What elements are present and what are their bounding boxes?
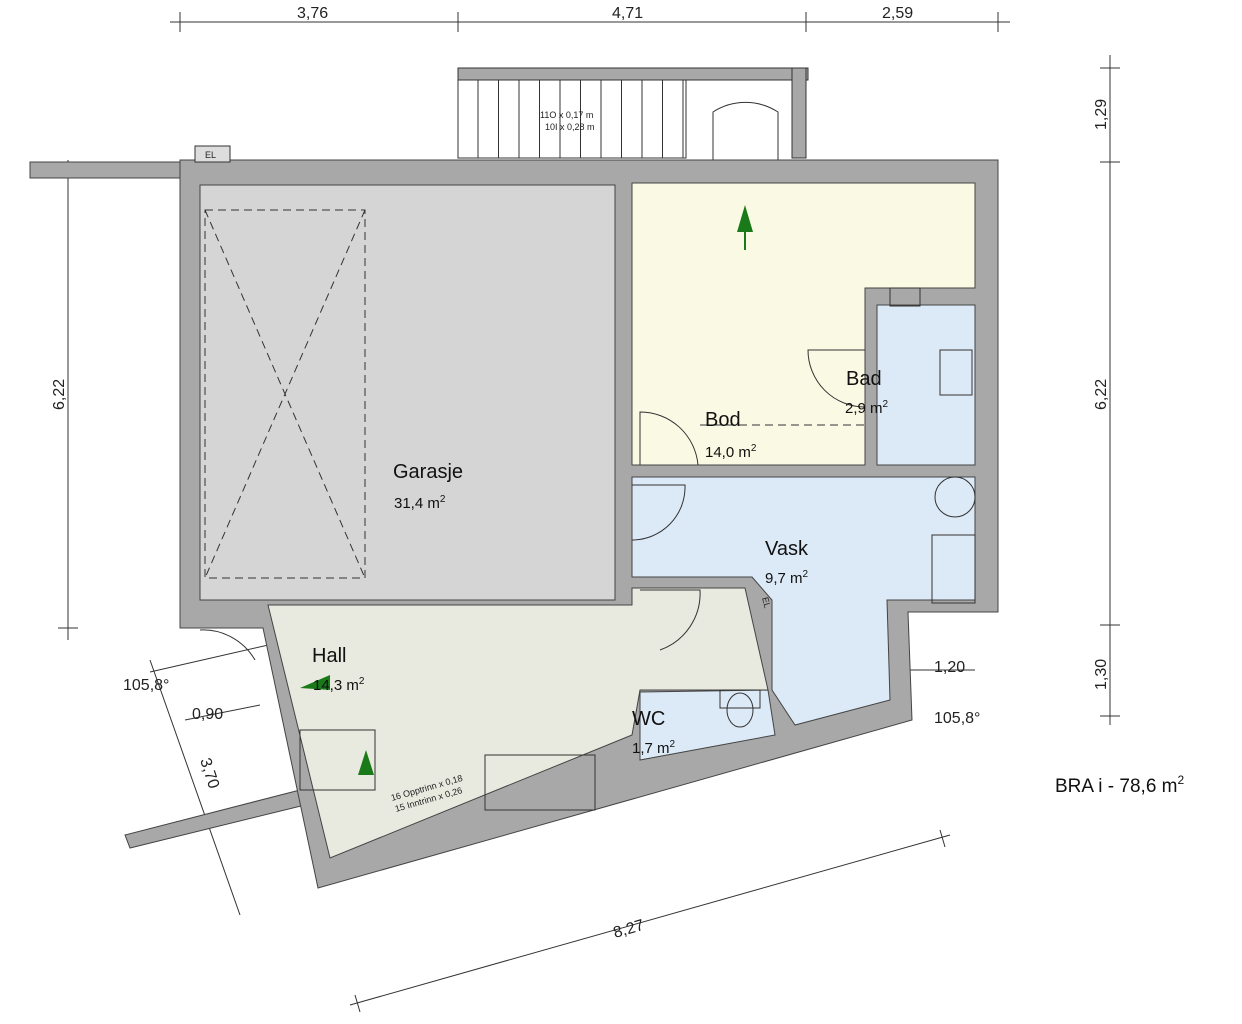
dim-bottom: 8,27 xyxy=(611,917,646,942)
north-arrow-icon xyxy=(737,205,753,232)
wc-door-swing xyxy=(640,589,701,651)
svg-text:Bod: Bod xyxy=(705,409,741,431)
el-top-label: EL xyxy=(205,150,216,160)
dim-right-3: 1,30 xyxy=(1093,659,1110,690)
angle-right: 105,8° xyxy=(934,710,980,727)
svg-text:9,7 m2: 9,7 m2 xyxy=(765,569,809,587)
svg-text:31,4 m2: 31,4 m2 xyxy=(394,494,446,512)
svg-text:Vask: Vask xyxy=(765,538,809,560)
garage-door-cross xyxy=(204,209,366,579)
water-heater-icon xyxy=(934,476,976,518)
stair-top-label-1: 11O x 0,17 m xyxy=(540,110,593,120)
angled-dimension: 3,70 0,90 1,20 105,8° 105,8° xyxy=(123,629,980,916)
angle-left: 105,8° xyxy=(123,677,169,694)
dim-top-2: 4,71 xyxy=(612,5,643,22)
svg-text:WC: WC xyxy=(632,708,665,730)
wc-toilet-tank xyxy=(719,689,761,709)
entry-arrow-icon xyxy=(300,675,330,690)
el-box xyxy=(194,145,231,163)
svg-text:Bad: Bad xyxy=(846,368,882,390)
label-vask: Vask 9,7 m2 xyxy=(765,538,809,587)
svg-text:14,3 m2: 14,3 m2 xyxy=(313,676,365,694)
dim-right-2: 6,22 xyxy=(1093,379,1110,410)
svg-text:1,7 m2: 1,7 m2 xyxy=(632,739,676,757)
dim-small-left: 0,90 xyxy=(192,706,223,723)
dim-small-right: 1,20 xyxy=(934,659,965,676)
garage-door-outline xyxy=(204,209,366,579)
top-door-swing xyxy=(712,102,779,162)
bad-door-swing xyxy=(807,349,866,408)
right-dimension-line: 1,29 6,22 1,30 xyxy=(1093,55,1120,725)
label-bod: Bod 14,0 m2 xyxy=(705,409,757,461)
el-vask-label: EL xyxy=(760,596,773,609)
svg-text:Garasje: Garasje xyxy=(393,461,463,483)
dim-top-1: 3,76 xyxy=(297,5,328,22)
exterior-ramp-wall xyxy=(124,789,306,849)
room-bod xyxy=(631,182,976,466)
dim-angled: 3,70 xyxy=(196,756,222,791)
bad-toilet-tank xyxy=(889,287,921,307)
wc-toilet-icon xyxy=(726,692,754,728)
exterior-wall-stub xyxy=(29,161,181,179)
top-staircase: 11O x 0,17 m 10I x 0,28 m xyxy=(457,67,809,159)
dim-left: 6,22 xyxy=(51,379,68,410)
left-dimension-line: 6,22 xyxy=(51,160,78,640)
svg-text:2,9 m2: 2,9 m2 xyxy=(845,399,889,417)
bod-door-swing xyxy=(639,411,699,466)
label-hall: Hall 14,3 m2 xyxy=(312,645,365,694)
top-dimension-line: 3,76 4,71 2,59 xyxy=(170,5,1010,32)
total-area: BRA i - 78,6 m2 xyxy=(1055,773,1185,797)
hall-stair-flight xyxy=(484,754,596,811)
svg-text:14,0 m2: 14,0 m2 xyxy=(705,443,757,461)
stair-arrow-icon xyxy=(358,750,374,775)
bad-sink xyxy=(939,349,973,396)
dim-top-3: 2,59 xyxy=(882,5,913,22)
room-bad xyxy=(876,304,976,466)
washer-counter xyxy=(931,534,976,604)
vask-door-swing xyxy=(631,484,686,541)
dim-right-1: 1,29 xyxy=(1093,99,1110,130)
hall-stair-landing xyxy=(299,729,376,791)
svg-text:Hall: Hall xyxy=(312,645,346,667)
bottom-dimension-line: 8,27 xyxy=(349,829,951,1013)
label-garasje: Garasje 31,4 m2 xyxy=(393,461,463,512)
stair-top-label-2: 10I x 0,28 m xyxy=(545,122,595,132)
room-garasje xyxy=(199,184,616,601)
label-bad: Bad 2,9 m2 xyxy=(845,368,889,417)
label-wc: WC 1,7 m2 xyxy=(632,708,676,757)
